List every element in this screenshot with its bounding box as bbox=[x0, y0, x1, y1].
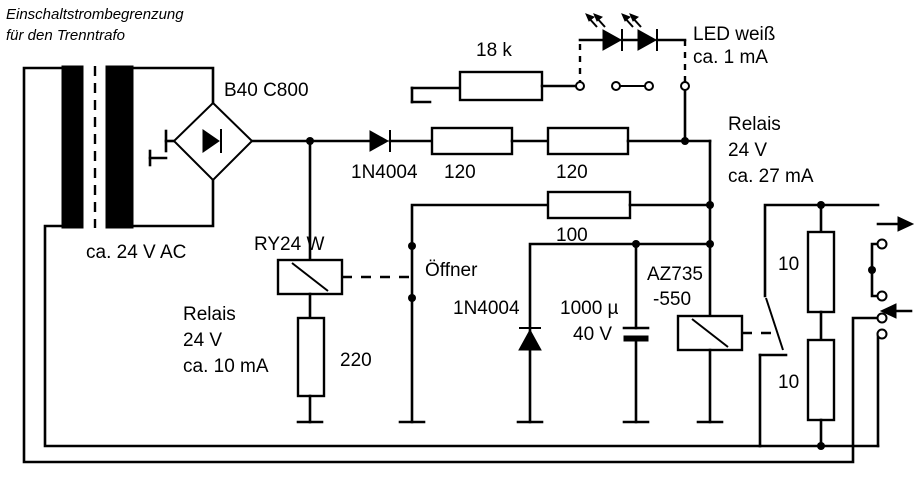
r10-bottom-label: 10 bbox=[778, 372, 799, 393]
cap-label-1: 1000 µ bbox=[560, 298, 619, 319]
r220-label: 220 bbox=[340, 350, 372, 371]
output-section bbox=[758, 201, 915, 450]
resistor-100 bbox=[546, 190, 632, 220]
freewheel-diode-label: 1N4004 bbox=[453, 298, 520, 319]
r120b-label: 120 bbox=[556, 162, 588, 183]
resistor-120-a bbox=[430, 126, 514, 156]
output-arrow-icon bbox=[897, 216, 915, 232]
relay-right-name-1: AZ735 bbox=[647, 264, 703, 285]
relay-ry24w-branch bbox=[276, 139, 410, 424]
freewheel-diode-icon bbox=[518, 328, 542, 351]
contact-nc-label: Öffner bbox=[425, 260, 478, 281]
relay-right-label-1: Relais bbox=[728, 114, 781, 135]
relay-left-name: RY24 W bbox=[254, 234, 324, 255]
resistor-18k bbox=[458, 70, 544, 102]
cap-label-2: 40 V bbox=[573, 324, 612, 345]
r10-top-label: 10 bbox=[778, 254, 799, 275]
bridge-diode-icon bbox=[202, 129, 220, 153]
freewheel-and-capacitor bbox=[516, 240, 712, 424]
led-1-icon bbox=[602, 29, 623, 51]
resistor-220 bbox=[296, 316, 326, 398]
led-label-1: LED weiß bbox=[693, 24, 775, 45]
led-label-2: ca. 1 mA bbox=[693, 47, 768, 68]
bridge-rectifier bbox=[131, 66, 312, 228]
transformer-primary-core bbox=[61, 65, 84, 229]
input-arrow-icon bbox=[879, 303, 897, 319]
mains-wiring bbox=[22, 66, 880, 464]
r100-label: 100 bbox=[556, 225, 588, 246]
led-branch bbox=[410, 13, 690, 143]
main-rail bbox=[306, 126, 712, 156]
title-line-1: Einschaltstrombegrenzung bbox=[6, 6, 184, 23]
resistor-10-top bbox=[806, 230, 836, 314]
r18k-label: 18 k bbox=[476, 40, 512, 61]
relay-left-label-2: 24 V bbox=[183, 330, 222, 351]
relay-left-label-1: Relais bbox=[183, 304, 236, 325]
bridge-label: B40 C800 bbox=[224, 80, 309, 101]
relay-right-name-2: -550 bbox=[653, 289, 691, 310]
offner-branch bbox=[398, 190, 712, 424]
relay-right-label-2: 24 V bbox=[728, 140, 767, 161]
labels: Einschaltstrombegrenzung für den Trenntr… bbox=[6, 6, 814, 393]
resistor-10-bottom bbox=[806, 338, 836, 422]
r120a-label: 120 bbox=[444, 162, 476, 183]
diode-main-label: 1N4004 bbox=[351, 162, 418, 183]
transformer-label: ca. 24 V AC bbox=[86, 242, 186, 263]
diode-1n4004-icon bbox=[369, 130, 390, 152]
relay-left-label-3: ca. 10 mA bbox=[183, 356, 269, 377]
resistor-120-b bbox=[546, 126, 630, 156]
led-2-icon bbox=[637, 29, 658, 51]
transformer bbox=[61, 65, 134, 229]
relay-right-label-3: ca. 27 mA bbox=[728, 166, 814, 187]
title-line-2: für den Trenntrafo bbox=[6, 27, 125, 44]
transformer-secondary-core bbox=[105, 65, 134, 229]
